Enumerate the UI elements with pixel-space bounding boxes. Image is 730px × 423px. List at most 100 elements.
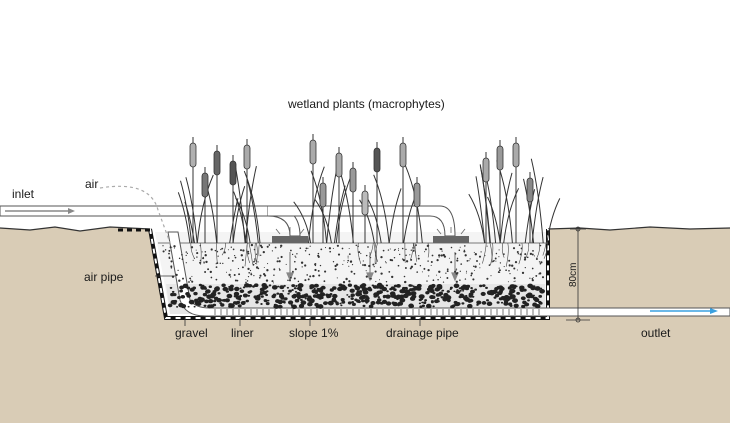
substrate-dot [253, 275, 255, 277]
substrate-dot [539, 262, 542, 265]
substrate-dot [368, 264, 371, 268]
gravel-stone [455, 301, 461, 306]
gravel-stone [461, 302, 465, 305]
gravel-stone [341, 300, 346, 304]
substrate-dot [182, 277, 184, 280]
substrate-dot [531, 253, 534, 256]
liner-label: liner [231, 326, 254, 340]
substrate-dot [469, 258, 471, 260]
substrate-dot [278, 260, 281, 263]
substrate-dot [207, 268, 210, 271]
gravel-stone [194, 300, 201, 306]
gravel-stone [465, 294, 468, 297]
reed-root [489, 242, 493, 263]
gravel-stone [252, 285, 255, 288]
gravel-stone [341, 285, 347, 290]
substrate-dot [287, 279, 289, 282]
substrate-dot [426, 245, 429, 247]
substrate-dot [219, 262, 222, 265]
gravel-stone [239, 289, 245, 294]
substrate-dot [293, 260, 296, 263]
substrate-dot [255, 266, 259, 269]
substrate-dot [247, 250, 250, 253]
inlet-label: inlet [12, 187, 35, 201]
gravel-stone [509, 284, 515, 289]
substrate-dot [474, 253, 477, 256]
gravel-stone [316, 289, 320, 293]
substrate-dot [416, 271, 419, 273]
gravel-stone [267, 299, 270, 302]
substrate-dot [464, 254, 467, 257]
substrate-dot [470, 274, 473, 277]
substrate-dot [463, 245, 466, 247]
gravel-stone [172, 293, 177, 297]
substrate-dot [431, 254, 434, 257]
gravel-stone [286, 286, 290, 289]
substrate-dot [448, 257, 450, 259]
substrate-dot [276, 260, 279, 263]
gravel-stone [370, 300, 376, 306]
gravel-stone [474, 288, 477, 291]
substrate-dot [350, 270, 353, 273]
gravel-stone [261, 290, 267, 295]
substrate-dot [324, 247, 327, 249]
gravel-stone [307, 301, 313, 307]
gravel-stone [496, 301, 500, 304]
gravel-stone [395, 302, 398, 305]
reed-leaf [177, 192, 191, 244]
depth-label: 80cm [568, 262, 579, 287]
substrate-dot [234, 256, 237, 259]
reed-root [256, 242, 258, 262]
substrate-dot [399, 253, 401, 256]
substrate-dot [438, 256, 440, 258]
substrate-dot [456, 259, 459, 262]
substrate-dot [373, 266, 375, 268]
gravel-stone [389, 287, 393, 291]
substrate-dot [365, 275, 368, 278]
gravel-label: gravel [175, 326, 208, 340]
substrate-dot [401, 247, 404, 250]
reed-root [369, 242, 374, 258]
substrate-dot [479, 263, 481, 265]
substrate-dot [508, 269, 510, 272]
substrate-dot [393, 256, 396, 259]
substrate-dot [369, 278, 371, 280]
gravel-stone [436, 293, 440, 296]
substrate-dot [412, 249, 415, 252]
gravel-stone [177, 295, 181, 300]
reed-leaf [523, 178, 535, 244]
gravel-stone [171, 290, 175, 293]
outlet-arrowhead [710, 308, 718, 314]
substrate-dot [202, 257, 205, 260]
reed-root [216, 242, 218, 264]
substrate-dot [324, 270, 327, 273]
substrate-dot [365, 270, 367, 272]
gravel-stone [268, 284, 272, 287]
gravel-stone [411, 287, 417, 291]
gravel-stone [253, 283, 259, 288]
substrate-dot [468, 260, 470, 262]
depth-dimension [566, 226, 590, 323]
substrate-dot [459, 246, 461, 248]
substrate-dot [204, 271, 207, 273]
substrate-dot [343, 260, 345, 262]
reed-head [512, 142, 520, 168]
reed-head [373, 147, 381, 173]
gravel-stone [313, 283, 319, 288]
label-ticks [184, 318, 421, 326]
substrate-dot [459, 279, 461, 281]
gravel-stone [455, 290, 461, 295]
gravel-stone [332, 293, 338, 299]
substrate-dot [297, 280, 300, 283]
gravel-stone [494, 293, 500, 298]
substrate-dot [513, 280, 515, 282]
substrate-dot [535, 274, 538, 277]
reed-root [482, 242, 487, 264]
gravel-stone [262, 287, 266, 290]
gravel-stone [431, 295, 436, 299]
substrate-dot [317, 269, 320, 272]
substrate-dot [290, 276, 292, 279]
substrate-dot [494, 257, 497, 260]
gravel-stone [470, 289, 475, 294]
gravel-stone [261, 283, 267, 288]
